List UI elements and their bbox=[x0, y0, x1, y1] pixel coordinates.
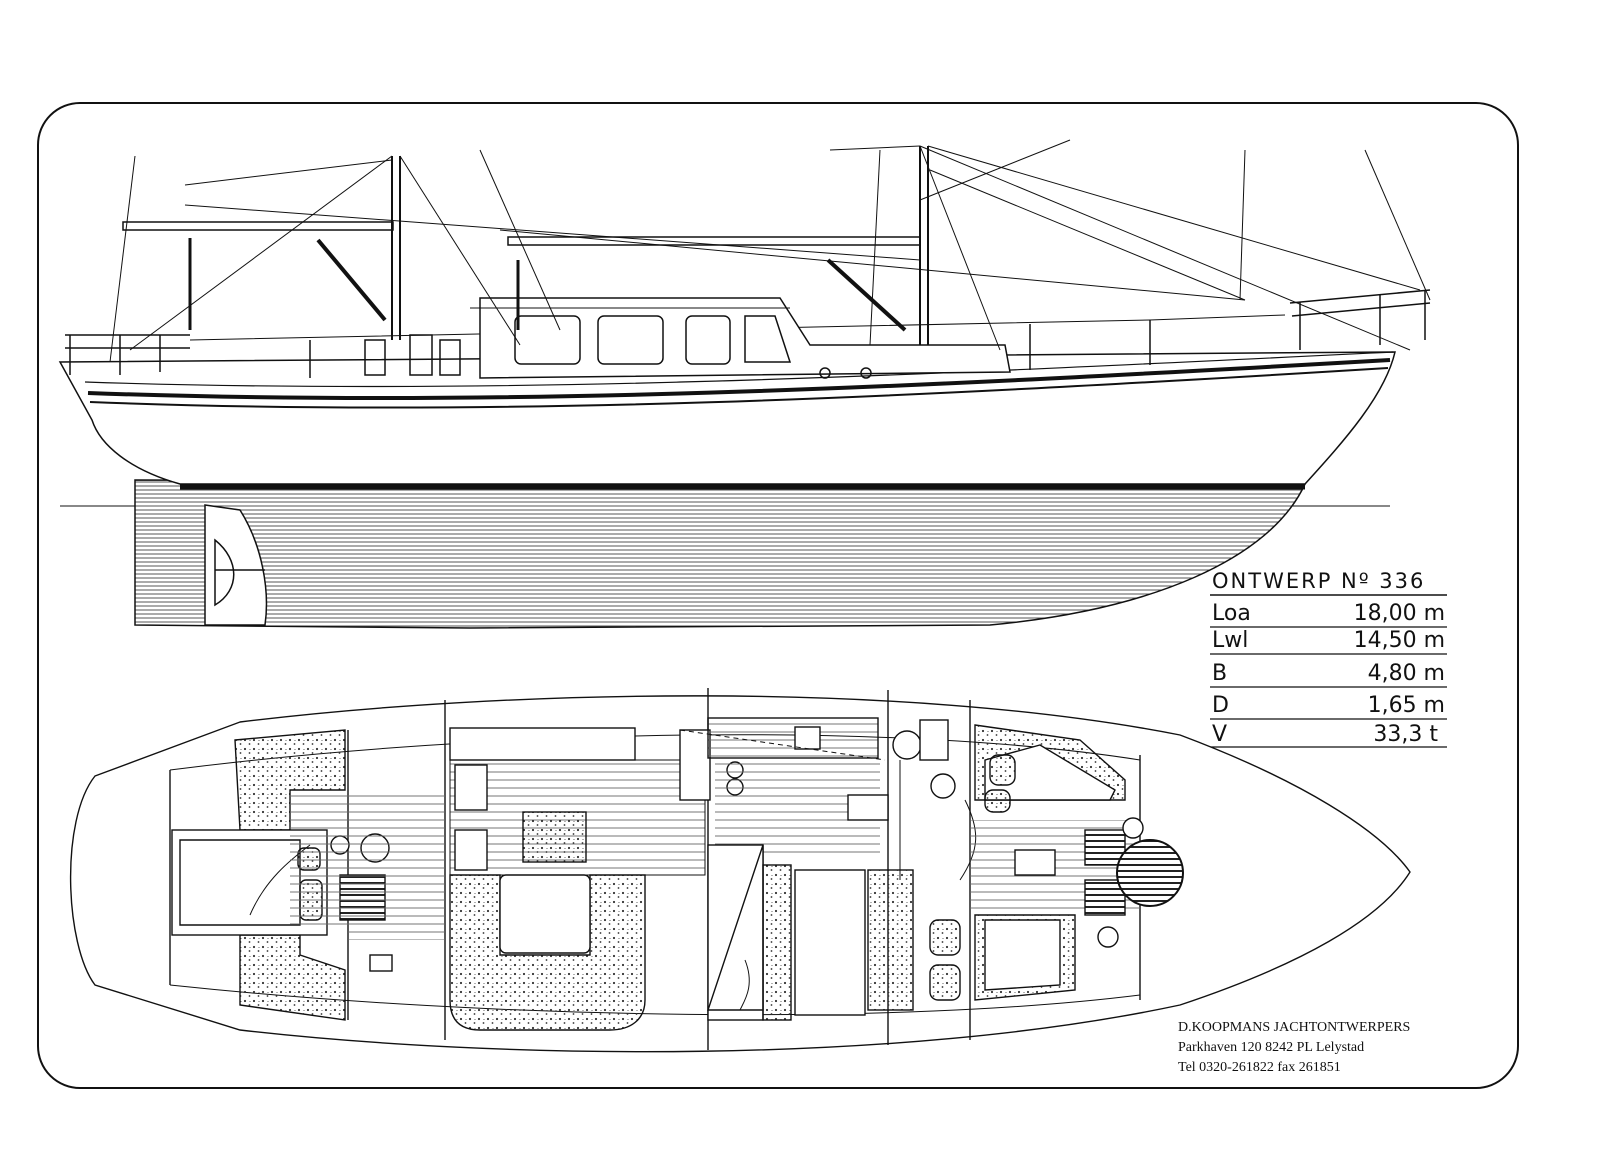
firm-name: D.KOOPMANS JACHTONTWERPERS bbox=[1178, 1020, 1410, 1035]
hull-topsides bbox=[58, 351, 1396, 485]
spec-label-d: D bbox=[1212, 693, 1229, 718]
spec-label-v: V bbox=[1212, 722, 1227, 747]
side-elevation bbox=[58, 139, 1431, 629]
firm-phone: Tel 0320-261822 fax 261851 bbox=[1178, 1060, 1341, 1075]
spec-label-b: B bbox=[1212, 661, 1227, 686]
design-title: ONTWERP Nº 336 bbox=[1212, 569, 1425, 593]
spec-value-d: 1,65 m bbox=[1368, 693, 1445, 718]
spec-table: ONTWERP Nº 336 Loa 18,00 m Lwl 14,50 m B… bbox=[1210, 569, 1447, 748]
spec-value-loa: 18,00 m bbox=[1354, 601, 1445, 626]
drawing-frame bbox=[37, 102, 1519, 1089]
spec-value-lwl: 14,50 m bbox=[1354, 628, 1445, 653]
designer-credit: D.KOOPMANS JACHTONTWERPERS Parkhaven 120… bbox=[1178, 1020, 1410, 1075]
underwater-hull bbox=[134, 479, 1307, 629]
spec-value-b: 4,80 m bbox=[1368, 661, 1445, 686]
spec-label-loa: Loa bbox=[1212, 601, 1251, 626]
spec-value-v: 33,3 t bbox=[1373, 722, 1438, 747]
firm-address: Parkhaven 120 8242 PL Lelystad bbox=[1178, 1040, 1364, 1055]
spec-label-lwl: Lwl bbox=[1212, 628, 1248, 653]
plan-view bbox=[69, 688, 1411, 1053]
